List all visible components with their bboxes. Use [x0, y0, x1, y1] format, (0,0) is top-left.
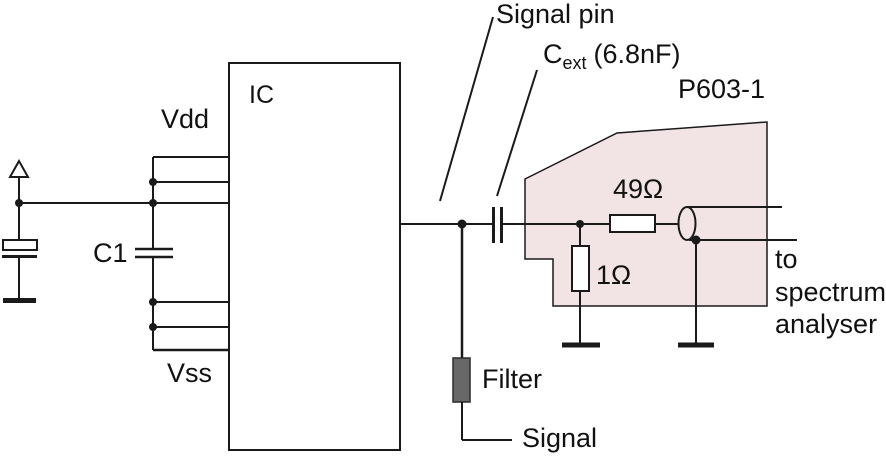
- resistor-1ohm: [571, 245, 590, 292]
- signal-pin-label: Signal pin: [496, 0, 615, 29]
- leader-signal-pin: [439, 16, 494, 202]
- series-resistor-label: 49Ω: [613, 174, 664, 204]
- junction-dot: [576, 220, 584, 228]
- cext-value: (6.8nF): [593, 39, 681, 69]
- junction-dot: [149, 298, 157, 306]
- filter-label: Filter: [482, 364, 542, 394]
- destination-line-3: analyser: [775, 309, 878, 339]
- ic-box: [228, 62, 401, 451]
- vss-label: Vss: [167, 358, 213, 388]
- resistor-49ohm: [609, 214, 656, 233]
- filter-box: [452, 357, 471, 403]
- leader-cext: [496, 69, 538, 197]
- battery-top-plate: [2, 239, 38, 251]
- probe-model-label: P603-1: [678, 74, 766, 104]
- junction-dot: [149, 199, 157, 207]
- c1-label: C1: [93, 238, 128, 268]
- coax-connector: [677, 206, 697, 241]
- junction-dot: [457, 219, 467, 229]
- destination-line-2: spectrum: [775, 276, 886, 307]
- supply-arrow-icon: [8, 158, 30, 178]
- shunt-resistor-label: 1Ω: [596, 260, 632, 290]
- destination-line-1: to: [775, 244, 798, 274]
- junction-dot: [691, 235, 701, 245]
- junction-dot: [15, 199, 23, 207]
- signal-label: Signal: [522, 423, 598, 453]
- junction-dot: [149, 323, 157, 331]
- ic-label: IC: [249, 81, 274, 109]
- cext-subscript: ext: [562, 53, 587, 73]
- junction-dot: [149, 178, 157, 186]
- vdd-label: Vdd: [161, 104, 210, 134]
- destination-label: to spectrum analyser: [775, 243, 886, 341]
- cext-symbol: C: [543, 39, 563, 69]
- cext-label: Cext (6.8nF): [543, 39, 681, 73]
